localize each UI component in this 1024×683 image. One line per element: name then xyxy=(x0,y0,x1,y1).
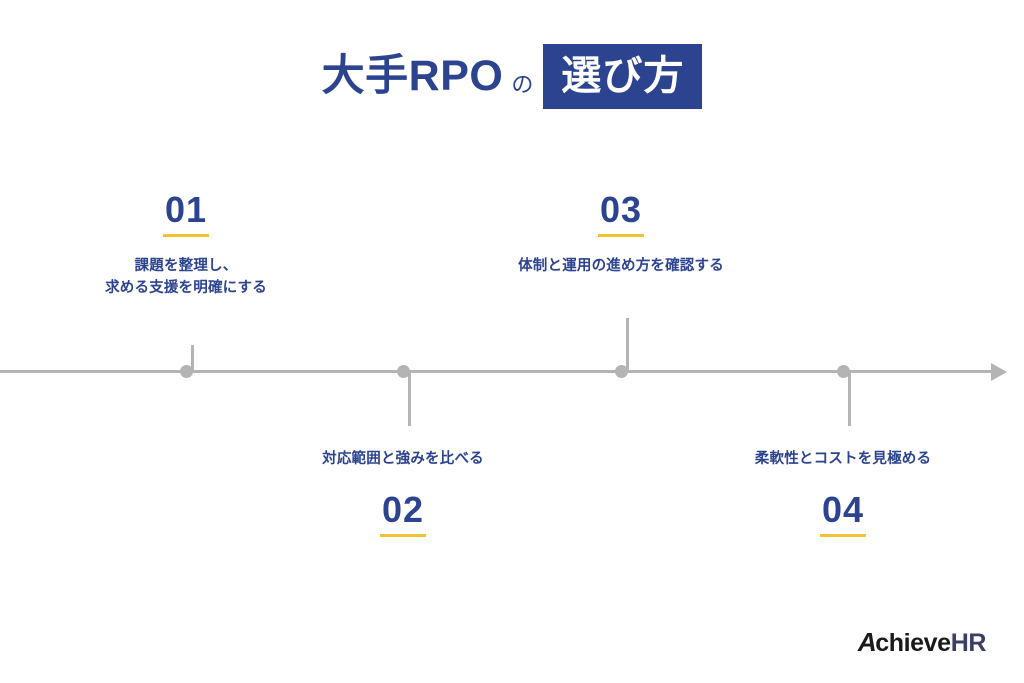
step-03-number-wrap: 03 xyxy=(471,192,771,237)
step-02-label-line1: 対応範囲と強みを比べる xyxy=(322,451,484,467)
logo-name-achieve: chieve xyxy=(875,629,951,657)
step-04-underline xyxy=(820,534,866,538)
node-stem-03 xyxy=(626,318,629,372)
step-02-number: 02 xyxy=(381,489,425,531)
step-03-label: 体制と運用の進め方を確認する xyxy=(471,255,771,277)
step-04-label-line1: 柔軟性とコストを見極める xyxy=(754,451,932,467)
timeline-axis-line xyxy=(0,370,1000,373)
step-02-number-wrap: 02 xyxy=(253,489,553,538)
timeline-step-02: 対応範囲と強みを比べる 02 xyxy=(253,448,553,538)
step-03-underline xyxy=(598,234,644,237)
step-01-label: 課題を整理し、 求める支援を明確にする xyxy=(36,255,336,300)
step-03-label-line1: 体制と運用の進め方を確認する xyxy=(518,258,724,274)
brand-logo: A chieve HR xyxy=(857,627,987,657)
step-02-label: 対応範囲と強みを比べる xyxy=(253,448,553,470)
timeline-arrow-icon xyxy=(991,363,1007,381)
page-title: 大手RPO の 選び方 xyxy=(0,44,1024,109)
node-stem-04 xyxy=(848,371,851,426)
title-particle-text: の xyxy=(511,71,534,97)
timeline-step-01: 01 課題を整理し、 求める支援を明確にする xyxy=(36,192,336,300)
step-03-number: 03 xyxy=(599,189,643,230)
step-01-label-line2: 求める支援を明確にする xyxy=(105,280,267,297)
step-01-number-wrap: 01 xyxy=(36,192,336,237)
timeline-step-04: 柔軟性とコストを見極める 04 xyxy=(693,448,993,538)
node-stem-01 xyxy=(191,345,194,372)
node-dot-02 xyxy=(397,365,410,378)
node-dot-04 xyxy=(837,365,850,378)
node-dot-01 xyxy=(180,365,193,378)
step-04-label: 柔軟性とコストを見極める xyxy=(693,448,993,470)
step-04-number: 04 xyxy=(821,489,865,531)
logo-name-hr: HR xyxy=(950,629,987,657)
timeline-step-03: 03 体制と運用の進め方を確認する xyxy=(471,192,771,277)
step-01-underline xyxy=(163,234,209,237)
title-highlight-box: 選び方 xyxy=(543,44,703,109)
node-dot-03 xyxy=(615,365,628,378)
title-main-text: 大手RPO xyxy=(321,52,504,100)
node-stem-02 xyxy=(408,371,411,426)
logo-initial-a: A xyxy=(857,627,877,657)
step-04-number-wrap: 04 xyxy=(693,489,993,538)
step-02-underline xyxy=(380,534,426,538)
step-01-number: 01 xyxy=(164,189,208,230)
step-01-label-line1: 課題を整理し、 xyxy=(134,258,238,274)
